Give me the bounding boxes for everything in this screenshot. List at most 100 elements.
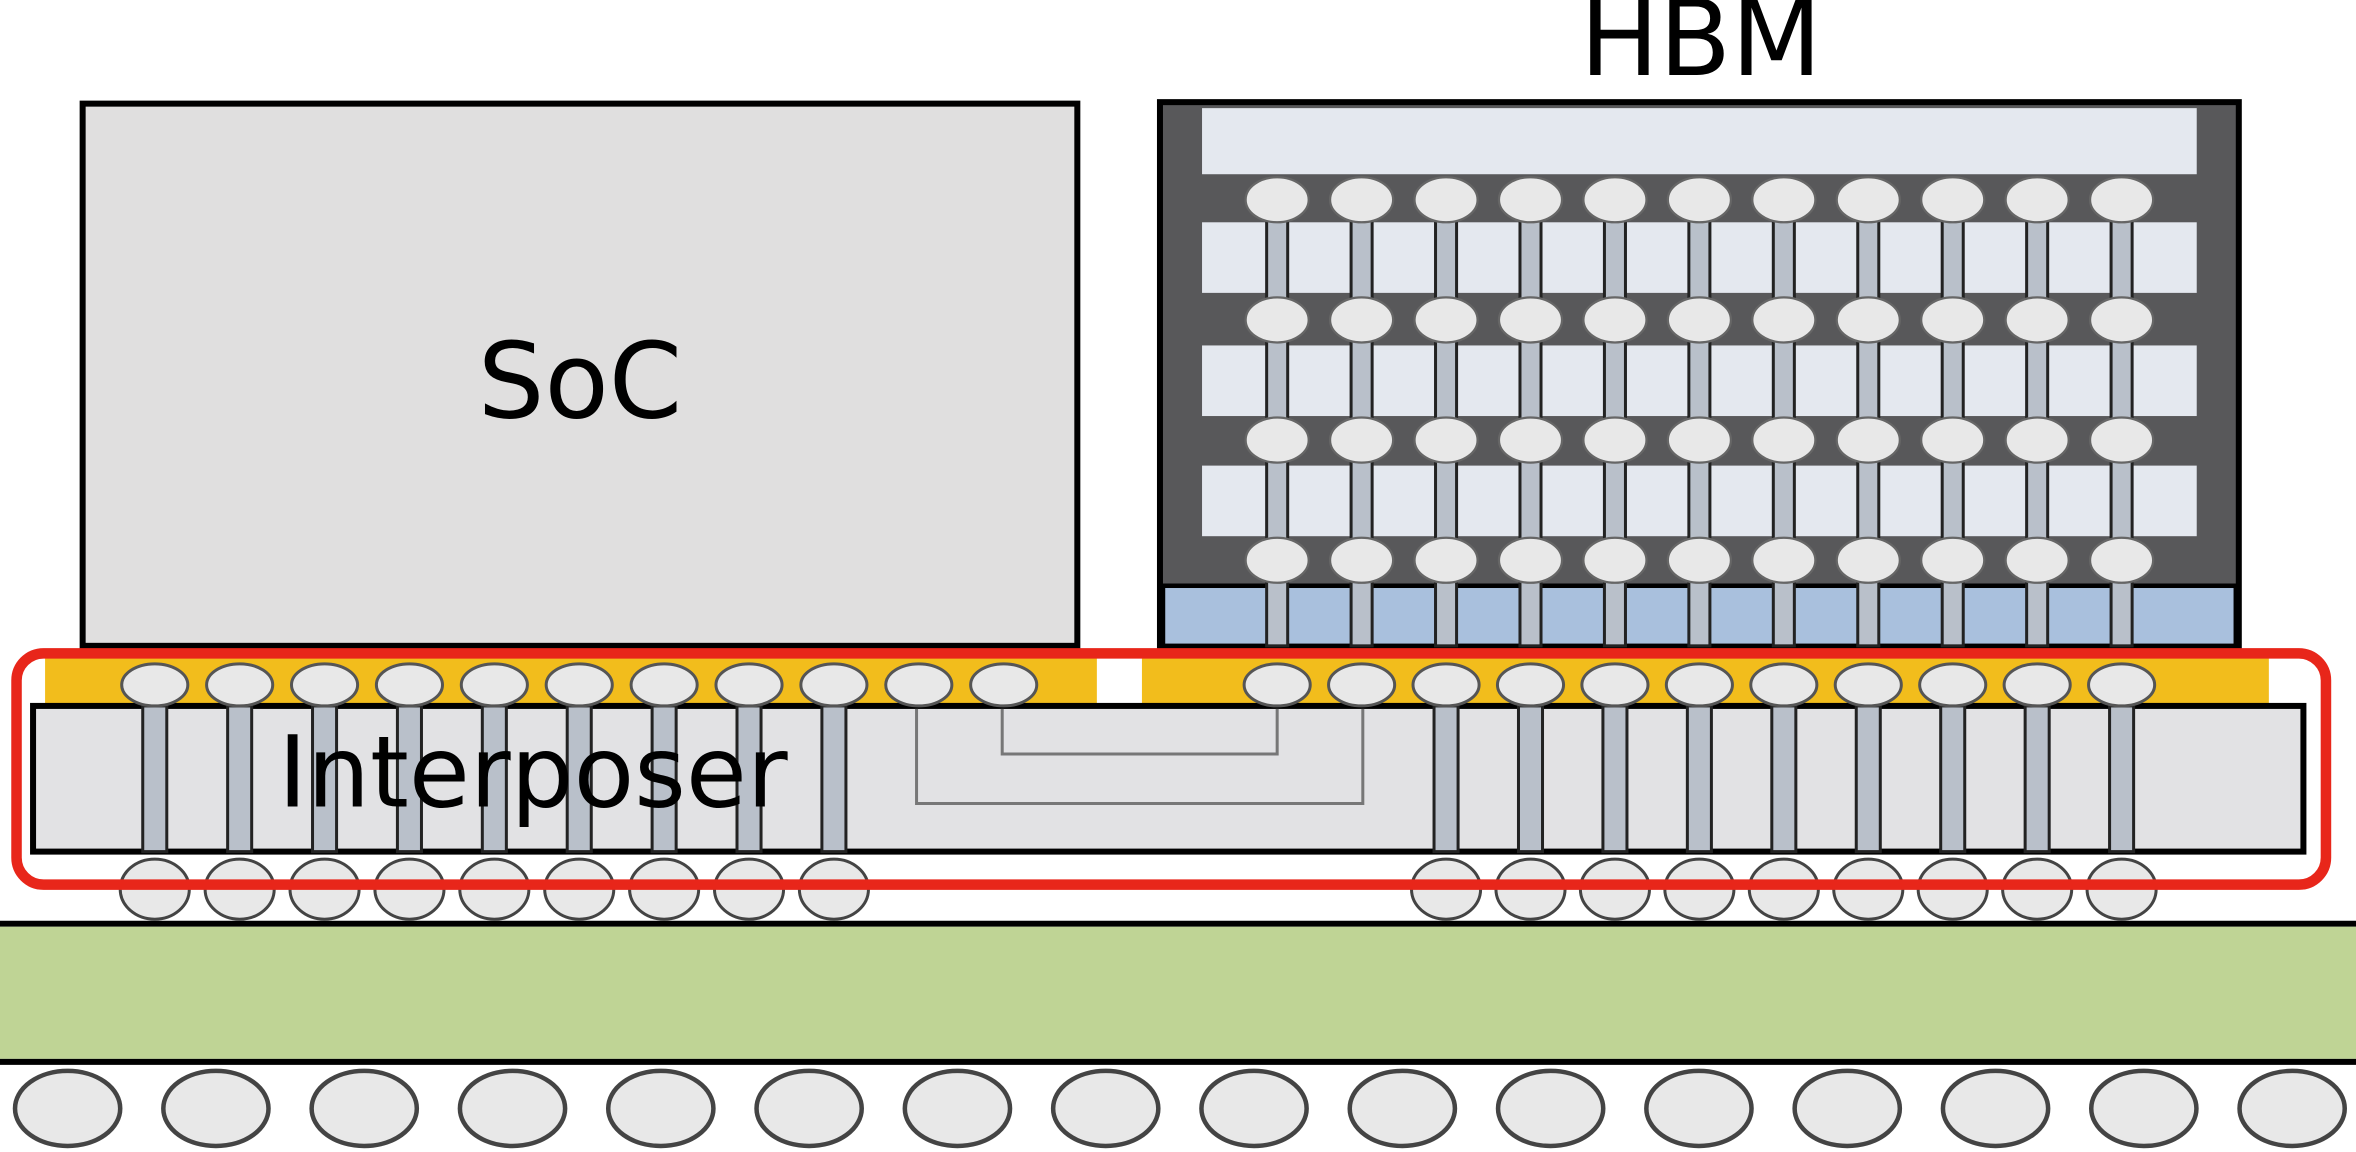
hbm-microbump <box>1495 662 1566 708</box>
hbm-stack-bump <box>2004 536 2070 584</box>
hbm-stack-bump <box>1920 296 1986 344</box>
hbm-stack-bump <box>1497 176 1564 224</box>
hbm-stack-bump <box>1328 176 1395 224</box>
package-substrate <box>0 926 2356 1059</box>
hbm-stack-bump <box>1835 416 1901 464</box>
hbm-stack-bump <box>1835 176 1901 224</box>
soc-microbump <box>374 662 445 708</box>
hbm-stack-bump <box>1920 176 1986 224</box>
hbm-microbump <box>1833 662 1903 708</box>
package-ball <box>309 1068 420 1149</box>
package-ball <box>1940 1068 2051 1149</box>
hbm-stack-bump <box>1497 296 1564 344</box>
hbm-stack-bump <box>1582 536 1648 584</box>
soc-microbump <box>884 662 954 708</box>
interposer-top-bumps <box>120 662 2157 708</box>
tsv <box>1516 704 1545 854</box>
interposer-highlight-box <box>11 648 2332 890</box>
tsv <box>2023 704 2051 854</box>
hbm-stack <box>1156 99 2242 649</box>
hbm-stack-bump <box>1413 296 1479 344</box>
hbm-stack-bump <box>2088 416 2155 464</box>
tsv <box>1939 704 1967 854</box>
package-ball <box>754 1068 864 1149</box>
soc-microbump <box>205 662 275 708</box>
tsv <box>2108 704 2136 854</box>
hbm-stack-bump <box>1582 416 1648 464</box>
hbm-stack-bump <box>1835 296 1901 344</box>
hbm-stack-bump <box>1751 296 1817 344</box>
hbm-stack-bump <box>1328 536 1395 584</box>
tsv <box>820 704 848 854</box>
soc-die <box>79 100 1081 649</box>
hbm-stack-bump <box>2004 176 2070 224</box>
interposer-bridge <box>915 708 1365 806</box>
hbm-stack-bump <box>1582 176 1648 224</box>
package-ball <box>1792 1068 1903 1149</box>
hbm-stack-bump <box>1666 176 1733 224</box>
tsv <box>395 704 423 854</box>
soc-microbump <box>799 662 869 708</box>
soc-microbump <box>629 662 699 708</box>
tsv <box>565 704 593 854</box>
hbm-stack-bump <box>1751 176 1817 224</box>
package-ball <box>902 1068 1013 1149</box>
package-ball <box>1050 1068 1161 1149</box>
package-ball <box>605 1068 716 1149</box>
hbm-stack-bump <box>2004 296 2070 344</box>
hbm-stack-bump <box>1920 416 1986 464</box>
soc-microbump <box>544 662 614 708</box>
hbm-stack-bump <box>1244 296 1310 344</box>
hbm-microbump <box>1749 662 1819 708</box>
hbm-stack-bump <box>1244 536 1310 584</box>
tsv <box>1685 704 1713 854</box>
package-ball <box>1644 1068 1754 1149</box>
soc-microbump <box>714 662 784 708</box>
hbm-stack-bump <box>1666 536 1733 584</box>
hbm-stack-bump <box>1666 296 1733 344</box>
hbm-stack-bump <box>1413 176 1479 224</box>
hbm-stack-bump <box>1666 416 1733 464</box>
package-ball <box>2237 1068 2347 1149</box>
hbm-stack-bump <box>1497 416 1564 464</box>
hbm-stack-bump <box>1244 416 1310 464</box>
tsv <box>311 704 339 854</box>
hbm-top-die <box>1202 108 2197 175</box>
tsv <box>1432 704 1460 854</box>
hbm-stack-bump <box>1413 536 1479 584</box>
tsv <box>141 704 169 854</box>
hbm-microbump <box>1664 662 1734 708</box>
bridge-outer-trace <box>915 708 1365 806</box>
hbm-stack-bump <box>1244 176 1310 224</box>
hbm-stack-bump <box>1835 536 1901 584</box>
hbm-microbump <box>1580 662 1650 708</box>
hbm-microbump <box>1327 662 1397 708</box>
hbm-stack-bump <box>1328 296 1395 344</box>
hbm-stack-bump <box>1582 296 1648 344</box>
hbm-microbump <box>2002 662 2072 708</box>
hbm-microbump <box>1242 662 1312 708</box>
soc-microbump <box>969 662 1039 708</box>
hbm-microbump <box>1918 662 1988 708</box>
tsv <box>735 704 763 854</box>
hbm-stack-bump <box>1751 536 1817 584</box>
package-ball <box>12 1068 123 1149</box>
hbm-stack-bump <box>2004 416 2070 464</box>
tsv <box>1601 704 1629 854</box>
soc-microbump <box>459 662 529 708</box>
package-ball <box>2088 1068 2199 1149</box>
package-ball <box>1495 1068 1606 1149</box>
soc-microbump <box>289 662 360 708</box>
soc-microbump <box>120 662 190 708</box>
tsv <box>226 704 254 854</box>
hbm-stack-bump <box>2088 536 2155 584</box>
package-ball <box>1347 1068 1458 1149</box>
soc-label: SoC <box>478 320 683 443</box>
hbm-stack-bump <box>2088 176 2155 224</box>
tsv <box>1854 704 1882 854</box>
hbm-stack-bump <box>2088 296 2155 344</box>
hbm-stack-bump <box>1413 416 1479 464</box>
hbm-microbump <box>2087 662 2157 708</box>
tsv <box>1770 704 1798 854</box>
